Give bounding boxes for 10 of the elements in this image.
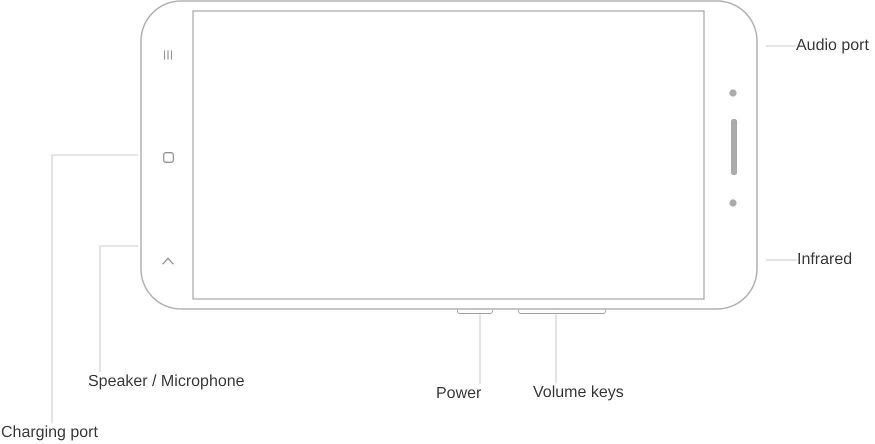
leader-line xyxy=(100,246,138,372)
leader-line xyxy=(52,154,138,424)
part-label: Speaker / Microphone xyxy=(88,372,245,392)
volume-button xyxy=(518,310,606,314)
part-label: Charging port xyxy=(1,423,98,443)
part-label: Infrared xyxy=(797,250,852,270)
part-label: Audio port xyxy=(796,36,869,56)
power-button xyxy=(457,310,493,314)
part-label: Volume keys xyxy=(533,383,624,403)
part-label: Power xyxy=(436,384,482,404)
